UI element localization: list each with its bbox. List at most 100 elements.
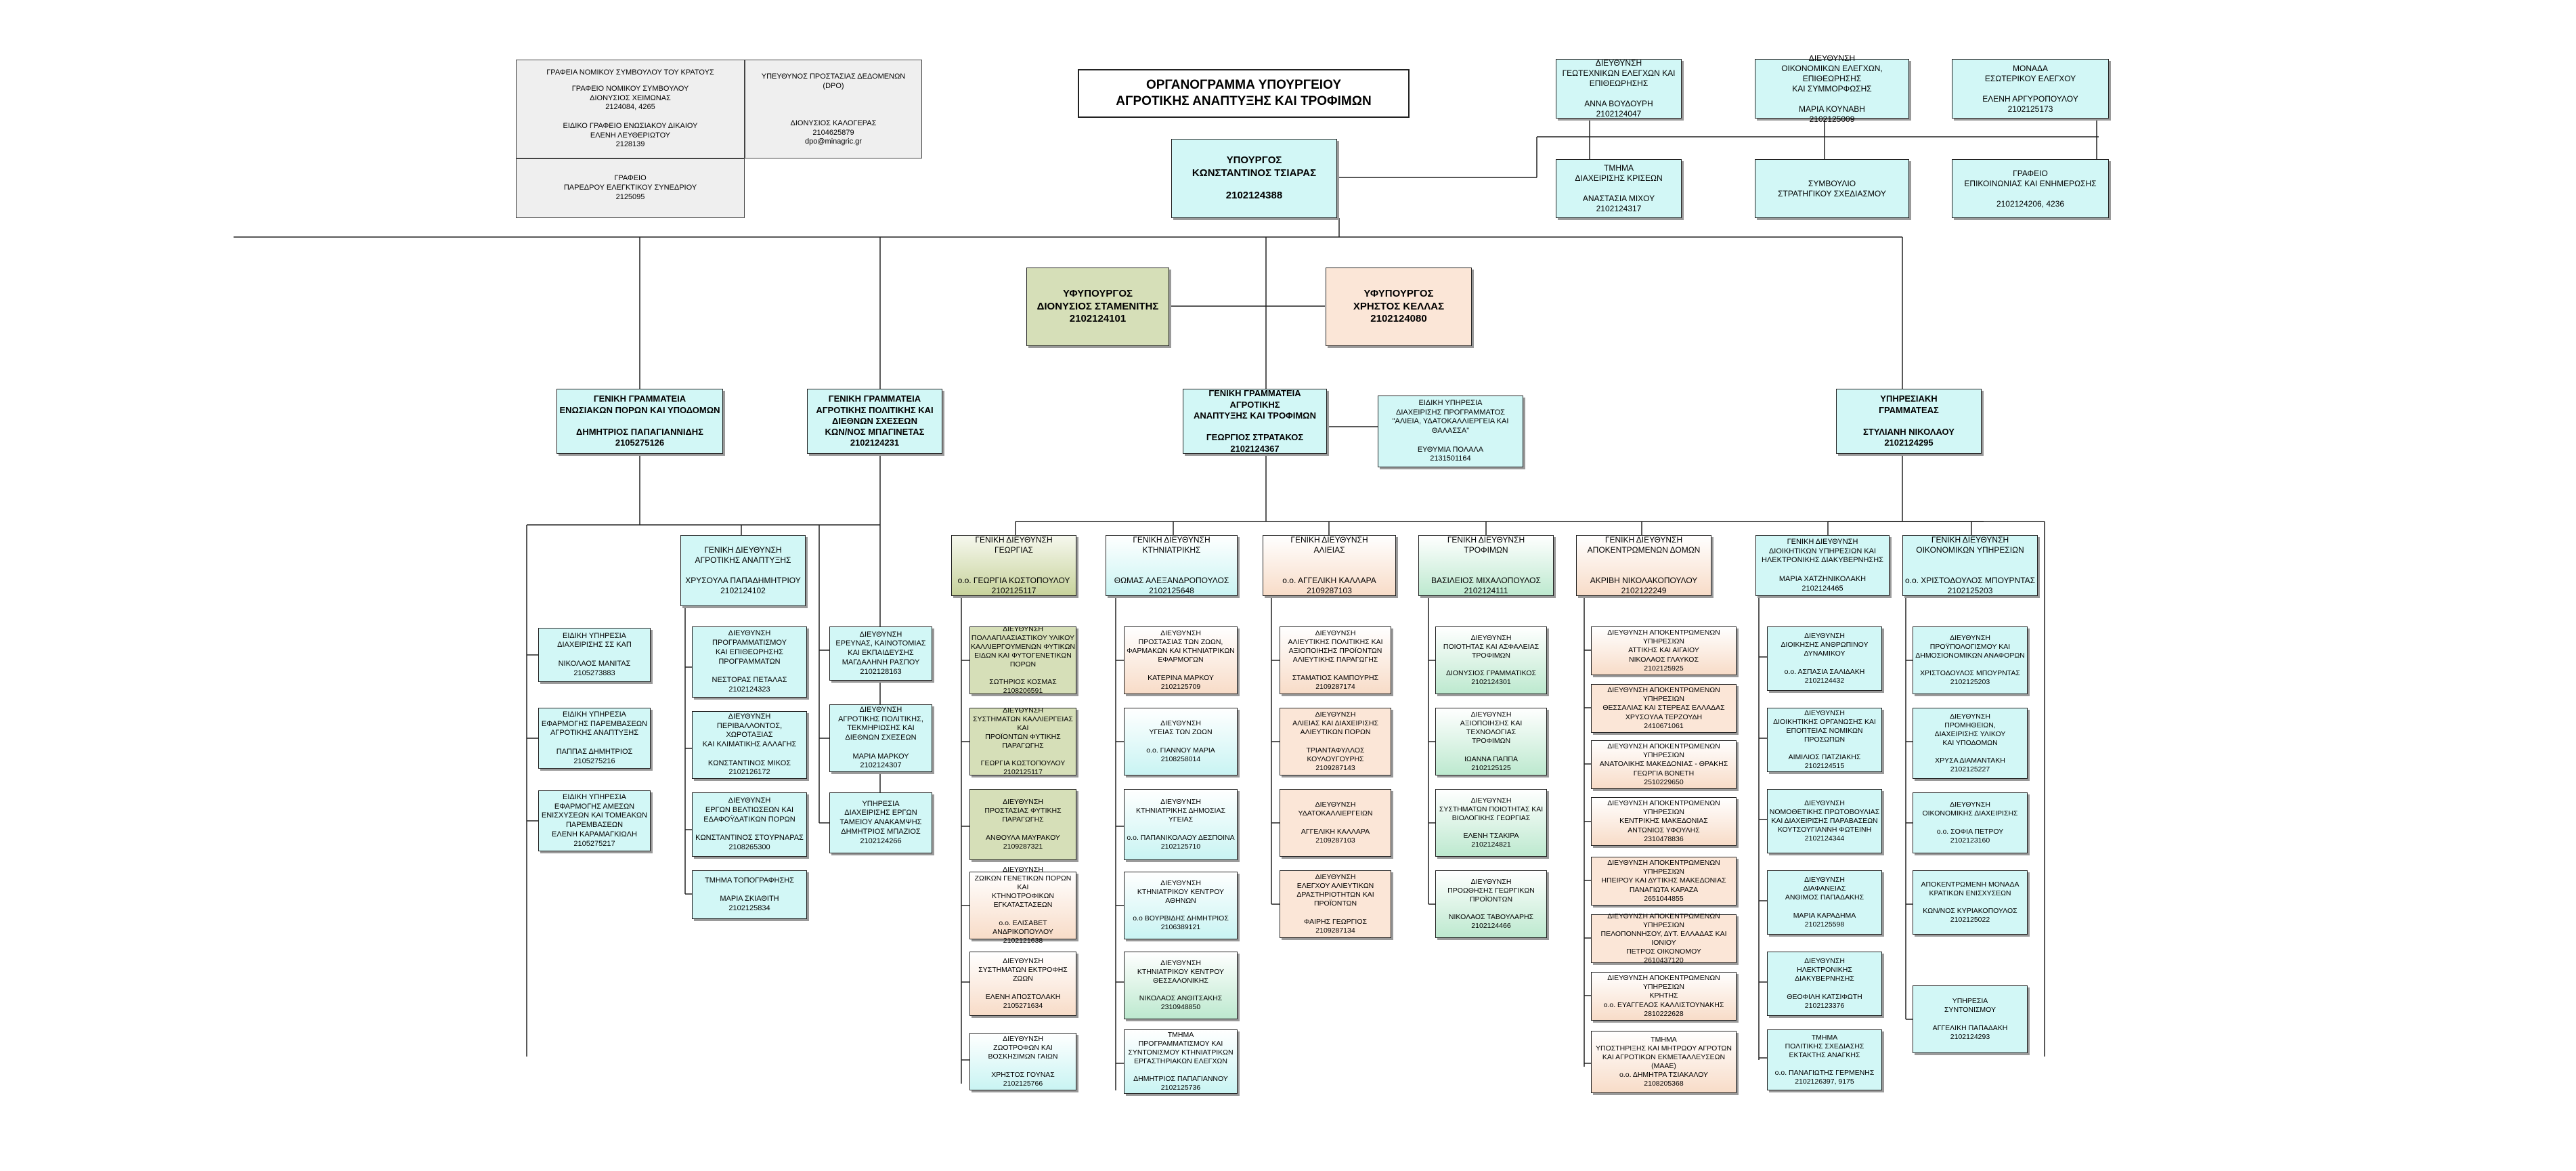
court-auditor-text: ΓΡΑΦΕΙΟ ΠΑΡΕΔΡΟΥ ΕΛΕΓΚΤΙΚΟΥ ΣΥΝΕΔΡΙΟΥ 21… (563, 174, 697, 201)
secretariat-eu-resources: ΓΕΝΙΚΗ ΓΡΑΜΜΑΤΕΙΑ ΕΝΩΣΙΑΚΩΝ ΠΟΡΩΝ ΚΑΙ ΥΠ… (556, 389, 723, 454)
secretariat-agri-policy: ΓΕΝΙΚΗ ΓΡΑΜΜΑΤΕΙΑ ΑΓΡΟΤΙΚΗΣ ΠΟΛΙΤΙΚΗΣ ΚΑ… (807, 389, 942, 454)
unit-text: ΥΠΗΡΕΣΙΑ ΔΙΑΧΕΙΡΙΣΗΣ ΕΡΓΩΝ ΤΑΜΕΙΟΥ ΑΝΑΚΑ… (839, 799, 922, 845)
unit-box: ΔΙΕΥΘΥΝΣΗ ΑΠΟΚΕΝΤΡΩΜΕΝΩΝ ΥΠΗΡΕΣΙΩΝ ΠΕΛΟΠ… (1591, 912, 1737, 965)
unit-box: ΥΠΗΡΕΣΙΑ ΣΥΝΤΟΝΙΣΜΟΥ ΑΓΓΕΛΙΚΗ ΠΑΠΑΔΑΚΗ 2… (1913, 985, 2028, 1053)
press-office-text: ΓΡΑΦΕΙΟ ΕΠΙΚΟΙΝΩΝΙΑΣ ΚΑΙ ΕΝΗΜΕΡΩΣΗΣ 2102… (1964, 168, 2097, 209)
unit-box: ΔΙΕΥΘΥΝΣΗ ΑΠΟΚΕΝΤΡΩΜΕΝΩΝ ΥΠΗΡΕΣΙΩΝ ΑΤΤΙΚ… (1591, 626, 1737, 675)
dpo-text: ΥΠΕΥΘΥΝΟΣ ΠΡΟΣΤΑΣΙΑΣ ΔΕΔΟΜΕΝΩΝ (DPO) ΔΙΟ… (761, 72, 906, 146)
unit-box: ΔΙΕΥΘΥΝΣΗ ΠΡΟΣΤΑΣΙΑΣ ΦΥΤΙΚΗΣ ΠΑΡΑΓΩΓΗΣ Α… (969, 789, 1076, 860)
unit-text: ΔΙΕΥΘΥΝΣΗ ΗΛΕΚΤΡΟΝΙΚΗΣ ΔΙΑΚΥΒΕΡΝΗΣΗΣ ΘΕΟ… (1787, 957, 1862, 1010)
gd-veterinary: ΓΕΝΙΚΗ ΔΙΕΥΘΥΝΣΗ ΚΤΗΝΙΑΤΡΙΚΗΣ ΘΩΜΑΣ ΑΛΕΞ… (1106, 535, 1238, 596)
unit-box: ΔΙΕΥΘΥΝΣΗ ΠΟΙΟΤΗΤΑΣ ΚΑΙ ΑΣΦΑΛΕΙΑΣ ΤΡΟΦΙΜ… (1435, 626, 1547, 694)
page-title-line1: ΟΡΓΑΝΟΓΡΑΜΜΑ ΥΠΟΥΡΓΕΙΟΥ (1145, 78, 1342, 93)
unit-box: ΔΙΕΥΘΥΝΣΗ ΠΡΟΫΠΟΛΟΓΙΣΜΟΥ ΚΑΙ ΔΗΜΟΣΙΟΝΟΜΙ… (1913, 626, 2028, 694)
gd-fisheries-text: ΓΕΝΙΚΗ ΔΙΕΥΘΥΝΣΗ ΑΛΙΕΙΑΣ ο.ο. ΑΓΓΕΛΙΚΗ Κ… (1282, 535, 1376, 595)
unit-text: ΤΜΗΜΑ ΠΟΛΙΤΙΚΗΣ ΣΧΕΔΙΑΣΗΣ ΕΚΤΑΚΤΗΣ ΑΝΑΓΚ… (1774, 1033, 1875, 1086)
unit-text: ΔΙΕΥΘΥΝΣΗ ΑΠΟΚΕΝΤΡΩΜΕΝΩΝ ΥΠΗΡΕΣΙΩΝ ΚΡΗΤΗ… (1603, 974, 1724, 1018)
page-title: ΟΡΓΑΝΟΓΡΑΜΜΑ ΥΠΟΥΡΓΕΙΟΥ ΑΓΡΟΤΙΚΗΣ ΑΝΑΠΤΥ… (1078, 69, 1410, 118)
minister-title: ΥΠΟΥΡΓΟΣ ΚΩΝΣΤΑΝΤΙΝΟΣ ΤΣΙΑΡΑΣ (1192, 154, 1317, 179)
crisis-mgmt-text: ΤΜΗΜΑ ΔΙΑΧΕΙΡΙΣΗΣ ΚΡΙΣΕΩΝ ΑΝΑΣΤΑΣΙΑ ΜΙΧΟ… (1575, 163, 1663, 213)
unit-text: ΥΠΗΡΕΣΙΑ ΣΥΝΤΟΝΙΣΜΟΥ ΑΓΓΕΛΙΚΗ ΠΑΠΑΔΑΚΗ 2… (1932, 997, 2008, 1041)
secretariat-agri-development-text: ΓΕΝΙΚΗ ΓΡΑΜΜΑΤΕΙΑ ΑΓΡΟΤΙΚΗΣ ΑΝΑΠΤΥΞΗΣ ΚΑ… (1194, 388, 1316, 454)
unit-box: ΔΙΕΥΘΥΝΣΗ ΠΡΟΣΤΑΣΙΑΣ ΤΩΝ ΖΩΩΝ, ΦΑΡΜΑΚΩΝ … (1124, 626, 1238, 694)
unit-text: ΔΙΕΥΘΥΝΣΗ ΑΞΙΟΠΟΙΗΣΗΣ ΚΑΙ ΤΕΧΝΟΛΟΓΙΑΣ ΤΡ… (1460, 710, 1523, 772)
unit-text: ΔΙΕΥΘΥΝΣΗ ΥΓΕΙΑΣ ΤΩΝ ΖΩΩΝ ο.ο. ΓΙΑΝΝΟΥ Μ… (1146, 719, 1215, 763)
unit-box: ΔΙΕΥΘΥΝΣΗ ΠΕΡΙΒΑΛΛΟΝΤΟΣ, ΧΩΡΟΤΑΞΙΑΣ ΚΑΙ … (692, 711, 807, 779)
unit-box: ΔΙΕΥΘΥΝΣΗ ΣΥΣΤΗΜΑΤΩΝ ΕΚΤΡΟΦΗΣ ΖΩΩΝ ΕΛΕΝΗ… (969, 952, 1076, 1016)
gd-rural-development: ΓΕΝΙΚΗ ΔΙΕΥΘΥΝΣΗ ΑΓΡΟΤΙΚΗΣ ΑΝΑΠΤΥΞΗΣ ΧΡΥ… (680, 535, 806, 606)
unit-box: ΔΙΕΥΘΥΝΣΗ ΖΩΙΚΩΝ ΓΕΝΕΤΙΚΩΝ ΠΟΡΩΝ ΚΑΙ ΚΤΗ… (969, 866, 1076, 945)
unit-text: ΔΙΕΥΘΥΝΣΗ ΟΙΚΟΝΟΜΙΚΗΣ ΔΙΑΧΕΙΡΙΣΗΣ ο.ο. Σ… (1922, 801, 2018, 845)
gd-veterinary-text: ΓΕΝΙΚΗ ΔΙΕΥΘΥΝΣΗ ΚΤΗΝΙΑΤΡΙΚΗΣ ΘΩΜΑΣ ΑΛΕΞ… (1114, 535, 1229, 595)
unit-box: ΔΙΕΥΘΥΝΣΗ ΑΛΙΕΥΤΙΚΗΣ ΠΟΛΙΤΙΚΗΣ ΚΑΙ ΑΞΙΟΠ… (1280, 626, 1391, 694)
unit-text: ΔΙΕΥΘΥΝΣΗ ΑΠΟΚΕΝΤΡΩΜΕΝΩΝ ΥΠΗΡΕΣΙΩΝ ΘΕΣΣΑ… (1602, 686, 1725, 730)
unit-box: ΔΙΕΥΘΥΝΣΗ ΑΠΟΚΕΝΤΡΩΜΕΝΩΝ ΥΠΗΡΕΣΙΩΝ ΚΡΗΤΗ… (1591, 972, 1737, 1021)
unit-text: ΕΙΔΙΚΗ ΥΠΗΡΕΣΙΑ ΕΦΑΡΜΟΓΗΣ ΑΜΕΣΩΝ ΕΝΙΣΧΥΣ… (541, 792, 648, 848)
gd-fisheries: ΓΕΝΙΚΗ ΔΙΕΥΘΥΝΣΗ ΑΛΙΕΙΑΣ ο.ο. ΑΓΓΕΛΙΚΗ Κ… (1263, 535, 1396, 596)
gd-administration-text: ΓΕΝΙΚΗ ΔΙΕΥΘΥΝΣΗ ΔΙΟΙΚΗΤΙΚΩΝ ΥΠΗΡΕΣΙΩΝ Κ… (1762, 537, 1883, 593)
unit-text: ΔΙΕΥΘΥΝΣΗ ΠΡΟΩΘΗΣΗΣ ΓΕΩΡΓΙΚΩΝ ΠΡΟΪΟΝΤΩΝ … (1447, 877, 1535, 931)
unit-text: ΔΙΕΥΘΥΝΣΗ ΔΙΟΙΚΗΣΗΣ ΑΝΘΡΩΠΙΝΟΥ ΔΥΝΑΜΙΚΟΥ… (1781, 632, 1869, 685)
dpo-box: ΥΠΕΥΘΥΝΟΣ ΠΡΟΣΤΑΣΙΑΣ ΔΕΔΟΜΕΝΩΝ (DPO) ΔΙΟ… (745, 60, 922, 158)
unit-box: ΔΙΕΥΘΥΝΣΗ ΥΓΕΙΑΣ ΤΩΝ ΖΩΩΝ ο.ο. ΓΙΑΝΝΟΥ Μ… (1124, 708, 1238, 775)
unit-text: ΔΙΕΥΘΥΝΣΗ ΠΡΟΓΡΑΜΜΑΤΙΣΜΟΥ ΚΑΙ ΕΠΙΘΕΩΡΗΣΗ… (712, 629, 787, 694)
unit-text: ΤΜΗΜΑ ΠΡΟΓΡΑΜΜΑΤΙΣΜΟΥ ΚΑΙ ΣΥΝΤΟΝΙΣΜΟΥ ΚΤ… (1128, 1030, 1234, 1092)
unit-text: ΔΙΕΥΘΥΝΣΗ ΖΩΙΚΩΝ ΓΕΝΕΤΙΚΩΝ ΠΟΡΩΝ ΚΑΙ ΚΤΗ… (974, 865, 1072, 945)
minister-phone: 2102124388 (1225, 189, 1283, 201)
unit-box: ΔΙΕΥΘΥΝΣΗ ΑΓΡΟΤΙΚΗΣ ΠΟΛΙΤΙΚΗΣ, ΤΕΚΜΗΡΙΩΣ… (829, 704, 932, 772)
unit-text: ΔΙΕΥΘΥΝΣΗ ΠΡΟΜΗΘΕΙΩΝ, ΔΙΑΧΕΙΡΙΣΗΣ ΥΛΙΚΟΥ… (1934, 712, 2006, 774)
unit-box: ΔΙΕΥΘΥΝΣΗ ΑΞΙΟΠΟΙΗΣΗΣ ΚΑΙ ΤΕΧΝΟΛΟΓΙΑΣ ΤΡ… (1435, 708, 1547, 775)
deputy-minister-1-text: ΥΦΥΠΟΥΡΓΟΣ ΔΙΟΝΥΣΙΟΣ ΣΤΑΜΕΝΙΤΗΣ 21021241… (1036, 287, 1159, 325)
deputy-minister-2-text: ΥΦΥΠΟΥΡΓΟΣ ΧΡΗΣΤΟΣ ΚΕΛΛΑΣ 2102124080 (1353, 287, 1445, 325)
unit-text: ΔΙΕΥΘΥΝΣΗ ΚΤΗΝΙΑΤΡΙΚΟΥ ΚΕΝΤΡΟΥ ΑΘΗΝΩΝ ο.… (1133, 878, 1229, 932)
unit-text: ΔΙΕΥΘΥΝΣΗ ΔΙΑΦΑΝΕΙΑΣ ΑΝΘΙΜΟΣ ΠΑΠΑΔΑΚΗΣ Μ… (1785, 876, 1864, 929)
unit-text: ΔΙΕΥΘΥΝΣΗ ΕΡΕΥΝΑΣ, ΚΑΙΝΟΤΟΜΙΑΣ ΚΑΙ ΕΚΠΑΙ… (835, 630, 926, 676)
unit-box: ΤΜΗΜΑ ΥΠΟΣΤΗΡΙΞΗΣ ΚΑΙ ΜΗΤΡΩΟΥ ΑΓΡΟΤΩΝ ΚΑ… (1591, 1031, 1737, 1093)
geo-audit-box: ΔΙΕΥΘΥΝΣΗ ΓΕΩΤΕΧΝΙΚΩΝ ΕΛΕΓΧΩΝ ΚΑΙ ΕΠΙΘΕΩ… (1556, 58, 1682, 119)
gd-agriculture: ΓΕΝΙΚΗ ΔΙΕΥΘΥΝΣΗ ΓΕΩΡΓΙΑΣ ο.ο. ΓΕΩΡΓΙΑ Κ… (951, 535, 1076, 596)
unit-text: ΔΙΕΥΘΥΝΣΗ ΑΠΟΚΕΝΤΡΩΜΕΝΩΝ ΥΠΗΡΕΣΙΩΝ ΠΕΛΟΠ… (1600, 912, 1727, 965)
strategic-council-box: ΣΥΜΒΟΥΛΙΟ ΣΤΡΑΤΗΓΙΚΟΥ ΣΧΕΔΙΑΣΜΟΥ (1755, 159, 1909, 218)
unit-box: ΑΠΟΚΕΝΤΡΩΜΕΝΗ ΜΟΝΑΔΑ ΚΡΑΤΙΚΩΝ ΕΝΙΣΧΥΣΕΩΝ… (1913, 870, 2028, 935)
unit-box: ΔΙΕΥΘΥΝΣΗ ΕΡΕΥΝΑΣ, ΚΑΙΝΟΤΟΜΙΑΣ ΚΑΙ ΕΚΠΑΙ… (829, 626, 932, 681)
gd-financial-text: ΓΕΝΙΚΗ ΔΙΕΥΘΥΝΣΗ ΟΙΚΟΝΟΜΙΚΩΝ ΥΠΗΡΕΣΙΩΝ ο… (1904, 535, 2036, 595)
court-auditor-office: ΓΡΑΦΕΙΟ ΠΑΡΕΔΡΟΥ ΕΛΕΓΚΤΙΚΟΥ ΣΥΝΕΔΡΙΟΥ 21… (516, 158, 745, 218)
page-title-line2: ΑΓΡΟΤΙΚΗΣ ΑΝΑΠΤΥΞΗΣ ΚΑΙ ΤΡΟΦΙΜΩΝ (1116, 94, 1372, 108)
unit-text: ΕΙΔΙΚΗ ΥΠΗΡΕΣΙΑ ΔΙΑΧΕΙΡΙΣΗΣ ΣΣ ΚΑΠ ΝΙΚΟΛ… (557, 631, 632, 677)
internal-audit-text: ΜΟΝΑΔΑ ΕΣΩΤΕΡΙΚΟΥ ΕΛΕΓΧΟΥ ΕΛΕΝΗ ΑΡΓΥΡΟΠΟ… (1982, 63, 2078, 114)
unit-text: ΔΙΕΥΘΥΝΣΗ ΝΟΜΟΘΕΤΙΚΗΣ ΠΡΩΤΟΒΟΥΛΙΑΣ ΚΑΙ Δ… (1769, 799, 1880, 843)
gd-decentralised-text: ΓΕΝΙΚΗ ΔΙΕΥΘΥΝΣΗ ΑΠΟΚΕΝΤΡΩΜΕΝΩΝ ΔΟΜΩΝ ΑΚ… (1587, 535, 1701, 595)
service-secretary-text: ΥΠΗΡΕΣΙΑΚΗ ΓΡΑΜΜΑΤΕΑΣ ΣΤΥΛΙΑΝΗ ΝΙΚΟΛΑΟΥ … (1863, 393, 1955, 448)
unit-text: ΔΙΕΥΘΥΝΣΗ ΕΡΓΩΝ ΒΕΛΤΙΩΣΕΩΝ ΚΑΙ ΕΔΑΦΟΫΔΑΤ… (695, 796, 804, 851)
unit-box: ΔΙΕΥΘΥΝΣΗ ΠΡΟΜΗΘΕΙΩΝ, ΔΙΑΧΕΙΡΙΣΗΣ ΥΛΙΚΟΥ… (1913, 708, 2028, 779)
secretariat-eu-resources-text: ΓΕΝΙΚΗ ΓΡΑΜΜΑΤΕΙΑ ΕΝΩΣΙΑΚΩΝ ΠΟΡΩΝ ΚΑΙ ΥΠ… (559, 393, 720, 448)
unit-box: ΔΙΕΥΘΥΝΣΗ ΕΡΓΩΝ ΒΕΛΤΙΩΣΕΩΝ ΚΑΙ ΕΔΑΦΟΫΔΑΤ… (692, 792, 807, 857)
unit-text: ΔΙΕΥΘΥΝΣΗ ΕΛΕΓΧΟΥ ΑΛΙΕΥΤΙΚΩΝ ΔΡΑΣΤΗΡΙΟΤΗ… (1296, 873, 1374, 935)
unit-text: ΤΜΗΜΑ ΤΟΠΟΓΡΑΦΗΣΗΣ ΜΑΡΙΑ ΣΚΙΑΘΙΤΗ 210212… (704, 876, 795, 912)
gd-decentralised: ΓΕΝΙΚΗ ΔΙΕΥΘΥΝΣΗ ΑΠΟΚΕΝΤΡΩΜΕΝΩΝ ΔΟΜΩΝ ΑΚ… (1576, 535, 1711, 596)
gd-administration: ΓΕΝΙΚΗ ΔΙΕΥΘΥΝΣΗ ΔΙΟΙΚΗΤΙΚΩΝ ΥΠΗΡΕΣΙΩΝ Κ… (1755, 535, 1890, 596)
unit-box: ΔΙΕΥΘΥΝΣΗ ΑΠΟΚΕΝΤΡΩΜΕΝΩΝ ΥΠΗΡΕΣΙΩΝ ΚΕΝΤΡ… (1591, 797, 1737, 846)
unit-box: ΔΙΕΥΘΥΝΣΗ ΔΙΟΙΚΗΤΙΚΗΣ ΟΡΓΑΝΩΣΗΣ ΚΑΙ ΕΠΟΠ… (1767, 708, 1882, 772)
unit-box: ΔΙΕΥΘΥΝΣΗ ΑΠΟΚΕΝΤΡΩΜΕΝΩΝ ΥΠΗΡΕΣΙΩΝ ΘΕΣΣΑ… (1591, 684, 1737, 733)
legal-counsel-heading: ΓΡΑΦΕΙΑ ΝΟΜΙΚΟΥ ΣΥΜΒΟΥΛΟΥ ΤΟΥ ΚΡΑΤΟΥΣ (546, 68, 714, 77)
unit-box: ΕΙΔΙΚΗ ΥΠΗΡΕΣΙΑ ΕΦΑΡΜΟΓΗΣ ΑΜΕΣΩΝ ΕΝΙΣΧΥΣ… (538, 790, 651, 851)
unit-box: ΔΙΕΥΘΥΝΣΗ ΔΙΟΙΚΗΣΗΣ ΑΝΘΡΩΠΙΝΟΥ ΔΥΝΑΜΙΚΟΥ… (1767, 626, 1882, 691)
unit-box: ΔΙΕΥΘΥΝΣΗ ΚΤΗΝΙΑΤΡΙΚΟΥ ΚΕΝΤΡΟΥ ΑΘΗΝΩΝ ο.… (1124, 872, 1238, 939)
strategic-council-text: ΣΥΜΒΟΥΛΙΟ ΣΤΡΑΤΗΓΙΚΟΥ ΣΧΕΔΙΑΣΜΟΥ (1778, 178, 1886, 198)
gd-food: ΓΕΝΙΚΗ ΔΙΕΥΘΥΝΣΗ ΤΡΟΦΙΜΩΝ ΒΑΣΙΛΕΙΟΣ ΜΙΧΑ… (1418, 535, 1554, 596)
service-secretary: ΥΠΗΡΕΣΙΑΚΗ ΓΡΑΜΜΑΤΕΑΣ ΣΤΥΛΙΑΝΗ ΝΙΚΟΛΑΟΥ … (1836, 389, 1982, 454)
unit-box: ΔΙΕΥΘΥΝΣΗ ΗΛΕΚΤΡΟΝΙΚΗΣ ΔΙΑΚΥΒΕΡΝΗΣΗΣ ΘΕΟ… (1767, 952, 1882, 1016)
unit-box: ΔΙΕΥΘΥΝΣΗ ΠΟΛΛΑΠΛΑΣΙΑΣΤΙΚΟΥ ΥΛΙΚΟΥ ΚΑΛΛΙ… (969, 625, 1076, 695)
crisis-mgmt-box: ΤΜΗΜΑ ΔΙΑΧΕΙΡΙΣΗΣ ΚΡΙΣΕΩΝ ΑΝΑΣΤΑΣΙΑ ΜΙΧΟ… (1556, 159, 1682, 218)
gd-agriculture-text: ΓΕΝΙΚΗ ΔΙΕΥΘΥΝΣΗ ΓΕΩΡΓΙΑΣ ο.ο. ΓΕΩΡΓΙΑ Κ… (957, 535, 1070, 595)
unit-box: ΔΙΕΥΘΥΝΣΗ ΑΠΟΚΕΝΤΡΩΜΕΝΩΝ ΥΠΗΡΕΣΙΩΝ ΗΠΕΙΡ… (1591, 857, 1737, 906)
unit-text: ΔΙΕΥΘΥΝΣΗ ΠΡΟΫΠΟΛΟΓΙΣΜΟΥ ΚΑΙ ΔΗΜΟΣΙΟΝΟΜΙ… (1915, 633, 2025, 687)
unit-text: ΤΜΗΜΑ ΥΠΟΣΤΗΡΙΞΗΣ ΚΑΙ ΜΗΤΡΩΟΥ ΑΓΡΟΤΩΝ ΚΑ… (1595, 1035, 1732, 1088)
unit-text: ΕΙΔΙΚΗ ΥΠΗΡΕΣΙΑ ΕΦΑΡΜΟΓΗΣ ΠΑΡΕΜΒΑΣΕΩΝ ΑΓ… (541, 710, 648, 765)
unit-box: ΔΙΕΥΘΥΝΣΗ ΕΛΕΓΧΟΥ ΑΛΙΕΥΤΙΚΩΝ ΔΡΑΣΤΗΡΙΟΤΗ… (1280, 870, 1391, 938)
unit-text: ΔΙΕΥΘΥΝΣΗ ΚΤΗΝΙΑΤΡΙΚΟΥ ΚΕΝΤΡΟΥ ΘΕΣΣΑΛΟΝΙ… (1137, 958, 1225, 1012)
unit-box: ΤΜΗΜΑ ΠΡΟΓΡΑΜΜΑΤΙΣΜΟΥ ΚΑΙ ΣΥΝΤΟΝΙΣΜΟΥ ΚΤ… (1124, 1029, 1238, 1094)
deputy-minister-2: ΥΦΥΠΟΥΡΓΟΣ ΧΡΗΣΤΟΣ ΚΕΛΛΑΣ 2102124080 (1326, 268, 1472, 346)
